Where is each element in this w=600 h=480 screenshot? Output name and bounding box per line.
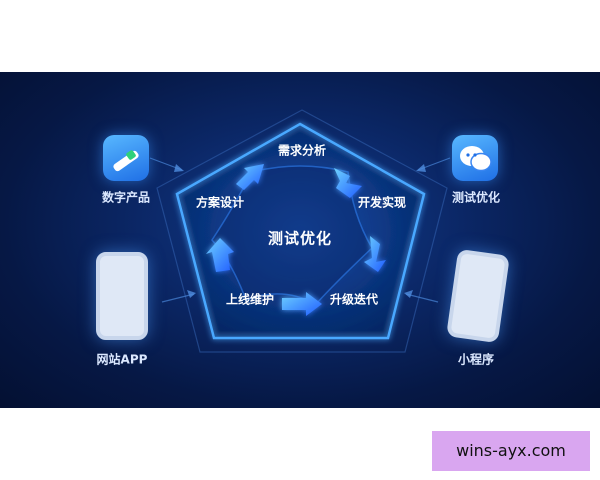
step-launch: 上线维护 xyxy=(225,292,275,307)
arrow-demand-to-develop xyxy=(334,168,362,198)
step-demand: 需求分析 xyxy=(277,143,327,158)
connector-head-digital-product xyxy=(174,164,184,172)
arrow-launch-to-upgrade xyxy=(282,292,322,316)
outer-label-test-opt: 测试优化 xyxy=(451,190,501,205)
connector-web-app xyxy=(161,293,195,303)
arrow-develop-to-upgrade xyxy=(364,236,386,272)
arrow-launch-to-design xyxy=(206,238,234,272)
step-upgrade: 升级迭代 xyxy=(329,292,379,307)
step-develop: 开发实现 xyxy=(357,195,407,210)
phone-app-icon xyxy=(96,252,148,340)
connector-head-web-app xyxy=(187,290,196,298)
center-label: 测试优化 xyxy=(267,229,333,248)
watermark: wins-ayx.com xyxy=(432,431,590,471)
connector-head-test-opt xyxy=(416,164,426,172)
arrow-design-to-demand xyxy=(236,164,264,190)
connector-head-mini-program xyxy=(404,290,413,298)
outer-label-mini-program: 小程序 xyxy=(457,352,495,367)
connector-mini-program xyxy=(405,293,439,303)
pen-icon xyxy=(103,135,149,181)
outer-pentagon xyxy=(156,109,448,353)
step-design: 方案设计 xyxy=(195,195,245,210)
chat-bubbles-icon xyxy=(452,135,498,181)
outer-label-web-app: 网站APP xyxy=(96,352,148,367)
outer-label-digital-product: 数字产品 xyxy=(101,190,151,205)
